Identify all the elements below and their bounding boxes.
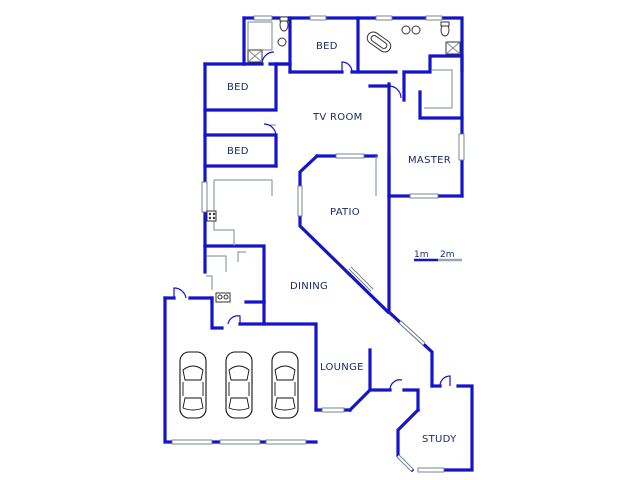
basin-icon — [277, 37, 287, 47]
toilet-icon — [279, 16, 289, 32]
door-swing-icon — [173, 287, 187, 299]
walls — [163, 16, 474, 473]
scale-bar: 1m 2m — [414, 250, 462, 262]
door-swing-icon — [263, 123, 277, 137]
room-label-bed-lower: BED — [227, 146, 249, 157]
room-label-master: MASTER — [408, 155, 451, 166]
room-label-dining: DINING — [290, 281, 328, 292]
door-swing-icon — [388, 85, 402, 99]
basin-icon — [401, 25, 421, 35]
door-swing-icon — [389, 379, 403, 391]
door-swing-icon — [227, 315, 241, 325]
door-swings — [173, 51, 451, 391]
room-labels: BED BED BED TV ROOM MASTER PATIO DINING … — [227, 41, 457, 445]
room-label-study: STUDY — [422, 434, 457, 445]
toilet-icon — [440, 21, 450, 37]
door-swing-icon — [439, 375, 451, 387]
shower-icon — [247, 49, 263, 63]
stove-icon — [206, 210, 217, 222]
car-icon — [271, 351, 299, 419]
room-label-lounge: LOUNGE — [320, 362, 364, 373]
door-swing-icon — [261, 51, 275, 65]
scale-label-2m: 2m — [440, 250, 455, 260]
car-icon — [179, 351, 207, 419]
shower-icon — [445, 41, 461, 55]
bath-fixtures — [206, 16, 461, 303]
scale-label-1m: 1m — [414, 250, 429, 260]
room-label-bed-upper: BED — [227, 82, 249, 93]
room-label-tv-room: TV ROOM — [312, 112, 363, 123]
bathtub-icon — [366, 31, 392, 53]
room-label-bed-top: BED — [316, 41, 338, 52]
fixtures — [206, 21, 453, 290]
room-label-patio: PATIO — [330, 207, 360, 218]
car-icon — [225, 351, 253, 419]
basin-icon — [215, 292, 231, 303]
door-swing-icon — [341, 61, 353, 73]
windows — [171, 15, 465, 473]
